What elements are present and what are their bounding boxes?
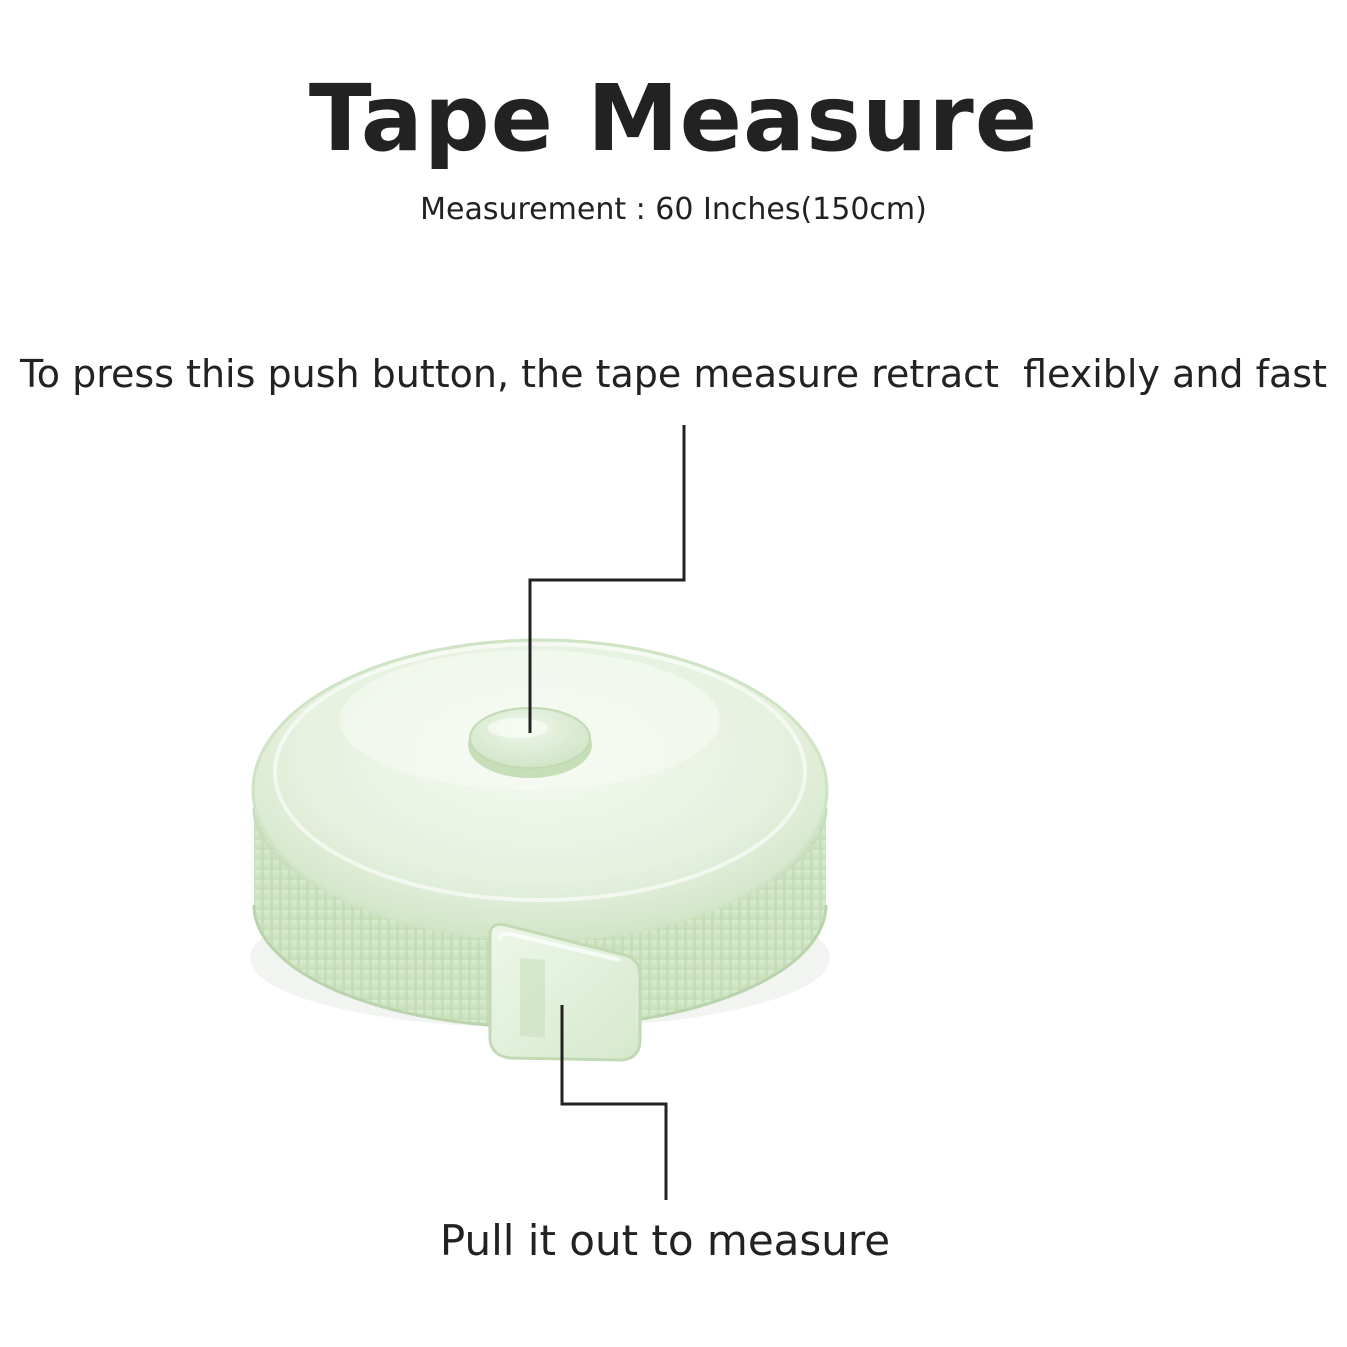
measurement-subtitle: Measurement : 60 Inches(150cm) (420, 192, 927, 227)
push-button-leader-line (528, 425, 686, 733)
pull-tab-icon[interactable] (488, 923, 642, 1062)
push-button-callout: To press this push button, the tape meas… (20, 352, 1327, 396)
push-button-icon[interactable] (468, 707, 592, 778)
pull-tab-callout: Pull it out to measure (439, 1216, 891, 1265)
pull-tab-leader-line (560, 1005, 668, 1200)
page-title: Tape Measure (308, 65, 1039, 172)
device-top-disc (251, 638, 829, 942)
